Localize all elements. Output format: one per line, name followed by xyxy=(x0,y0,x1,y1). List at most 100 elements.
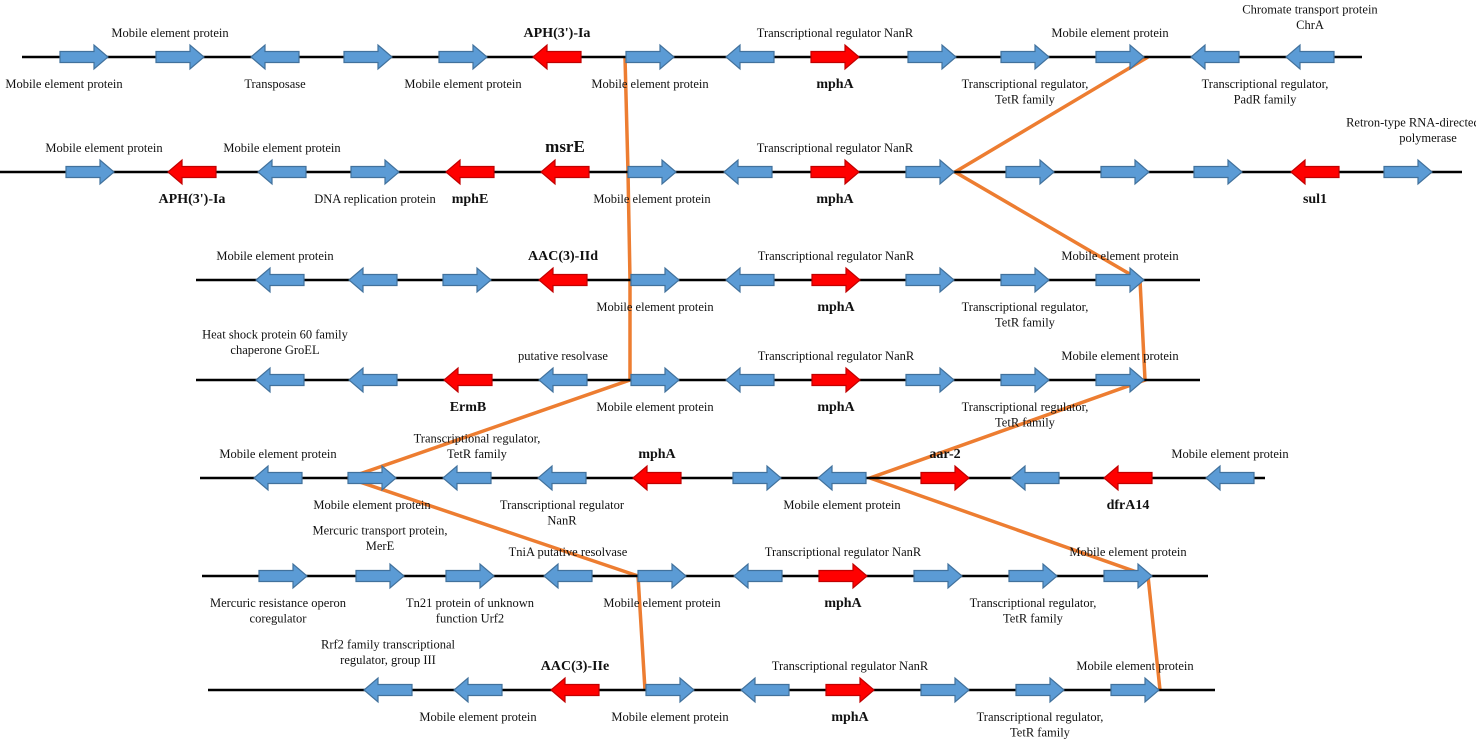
gene-function-label: Transcriptional regulator NanR xyxy=(758,349,915,363)
gene-arrow xyxy=(907,43,957,71)
gene-arrow xyxy=(1008,562,1058,590)
resistance-gene-arrow xyxy=(825,676,875,704)
resistance-gene-arrow xyxy=(443,366,493,394)
gene-function-label: Mobile element protein xyxy=(1051,26,1169,40)
gene-function-label: TniA putative resolvase xyxy=(509,545,628,559)
gene-function-label: Mobile element protein xyxy=(1076,659,1194,673)
gene-arrow xyxy=(725,366,775,394)
gene-function-label: Transcriptional regulator,TetR family xyxy=(962,400,1089,430)
gene-arrow xyxy=(630,366,680,394)
gene-arrow xyxy=(1095,266,1145,294)
gene-name-label: sul1 xyxy=(1303,192,1327,207)
gene-function-label: Mobile element protein xyxy=(1061,249,1179,263)
gene-arrow xyxy=(627,158,677,186)
gene-arrow xyxy=(905,158,955,186)
gene-name-label: aar-2 xyxy=(929,447,960,462)
gene-function-label: Transcriptional regulator,PadR family xyxy=(1202,77,1329,107)
gene-function-label: Transcriptional regulator NanR xyxy=(757,26,914,40)
gene-arrow xyxy=(355,562,405,590)
gene-arrow xyxy=(913,562,963,590)
gene-arrow xyxy=(625,43,675,71)
gene-function-label: Transcriptional regulator,TetR family xyxy=(970,596,1097,626)
gene-arrow xyxy=(543,562,593,590)
resistance-gene-arrow xyxy=(445,158,495,186)
gene-arrow xyxy=(363,676,413,704)
gene-arrow xyxy=(438,43,488,71)
gene-arrow xyxy=(1000,43,1050,71)
gene-arrow xyxy=(1095,366,1145,394)
gene-function-label: Mobile element protein xyxy=(1061,349,1179,363)
gene-function-label: Transposase xyxy=(244,77,306,91)
gene-name-label: mphA xyxy=(816,77,854,92)
gene-name-label: AAC(3)-IIe xyxy=(541,659,609,674)
resistance-gene-arrow xyxy=(550,676,600,704)
gene-arrow xyxy=(1010,464,1060,492)
gene-arrow xyxy=(630,266,680,294)
gene-arrow xyxy=(453,676,503,704)
gene-arrow xyxy=(1193,158,1243,186)
gene-function-label: Mobile element protein xyxy=(404,77,522,91)
gene-arrow xyxy=(732,464,782,492)
resistance-gene-arrow xyxy=(540,158,590,186)
gene-name-label: mphA xyxy=(831,710,869,725)
gene-arrow xyxy=(255,366,305,394)
gene-function-label: putative resolvase xyxy=(518,349,608,363)
gene-function-label: Transcriptional regulator NanR xyxy=(772,659,929,673)
gene-arrow xyxy=(255,266,305,294)
resistance-gene-arrow xyxy=(810,43,860,71)
gene-arrow xyxy=(59,43,109,71)
gene-function-label: Mobile element protein xyxy=(783,498,901,512)
gene-arrow xyxy=(1000,366,1050,394)
gene-arrow xyxy=(1095,43,1145,71)
gene-arrow xyxy=(445,562,495,590)
gene-arrow xyxy=(348,266,398,294)
gene-name-label: msrE xyxy=(545,137,585,156)
gene-arrow xyxy=(723,158,773,186)
gene-function-label: Mobile element protein xyxy=(216,249,334,263)
gene-function-label: Transcriptional regulator,TetR family xyxy=(962,77,1089,107)
gene-arrow xyxy=(740,676,790,704)
resistance-gene-arrow xyxy=(1290,158,1340,186)
gene-function-label: Mobile element protein xyxy=(596,400,714,414)
gene-name-label: APH(3')-Ia xyxy=(159,192,226,207)
gene-function-label: Mobile element protein xyxy=(313,498,431,512)
gene-function-label: Mobile element protein xyxy=(591,77,709,91)
gene-arrow xyxy=(347,464,397,492)
gene-arrow xyxy=(1005,158,1055,186)
gene-arrow xyxy=(250,43,300,71)
resistance-gene-arrow xyxy=(920,464,970,492)
gene-arrow xyxy=(155,43,205,71)
gene-arrow xyxy=(1110,676,1160,704)
gene-arrow xyxy=(817,464,867,492)
gene-arrow xyxy=(905,266,955,294)
resistance-gene-arrow xyxy=(811,266,861,294)
resistance-gene-arrow xyxy=(538,266,588,294)
gene-arrow xyxy=(1103,562,1153,590)
gene-name-label: mphA xyxy=(816,192,854,207)
gene-track-5: Mobile element protein Mobile element pro… xyxy=(200,432,1289,528)
gene-function-label: Retron-type RNA-directed DNApolymerase xyxy=(1346,116,1476,146)
gene-arrow xyxy=(1383,158,1433,186)
gene-arrow xyxy=(725,43,775,71)
gene-name-label: APH(3')-Ia xyxy=(524,26,591,41)
resistance-gene-arrow xyxy=(167,158,217,186)
gene-arrow xyxy=(1285,43,1335,71)
gene-function-label: Transcriptional regulator,TetR family xyxy=(977,710,1104,740)
gene-arrow xyxy=(350,158,400,186)
gene-arrow xyxy=(733,562,783,590)
gene-name-label: mphA xyxy=(817,400,855,415)
gene-arrow xyxy=(257,158,307,186)
gene-arrow xyxy=(1205,464,1255,492)
gene-function-label: Transcriptional regulator,TetR family xyxy=(962,300,1089,330)
gene-arrow xyxy=(343,43,393,71)
